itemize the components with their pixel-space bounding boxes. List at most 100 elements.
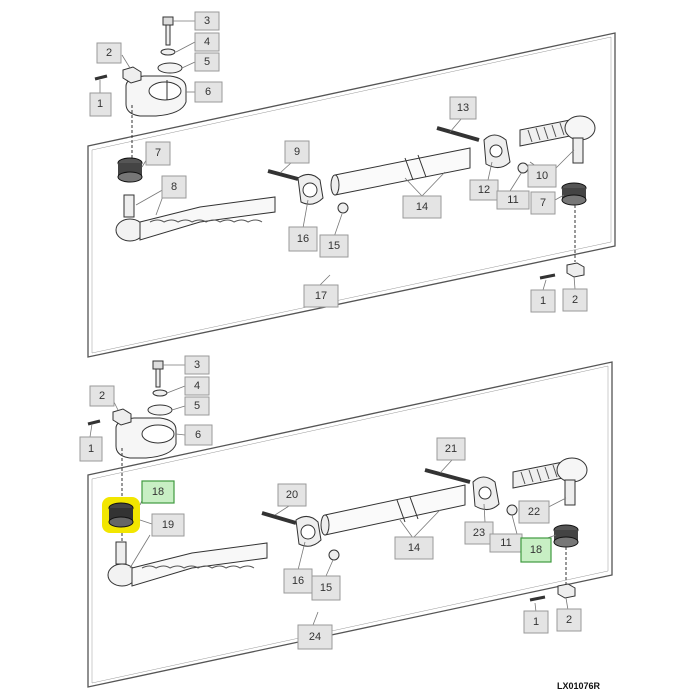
nut-part: [517, 162, 529, 174]
clamp-part: [472, 476, 500, 510]
diagram-code: LX01076R: [557, 681, 601, 691]
bolt-part: [261, 511, 297, 525]
svg-text:22: 22: [528, 506, 540, 518]
callout-2-right: 2: [562, 288, 588, 312]
svg-text:5: 5: [204, 56, 210, 68]
svg-text:11: 11: [507, 194, 518, 206]
callout-1-right: 1: [523, 610, 549, 634]
tie-rod-end-left: [107, 541, 268, 587]
bolt-part: [424, 468, 471, 484]
callout-5: 5: [184, 396, 210, 416]
callout-2: 2: [89, 385, 115, 407]
svg-text:23: 23: [473, 527, 485, 539]
tube-part: [320, 484, 466, 536]
svg-text:20: 20: [286, 489, 298, 501]
nut-part: [337, 202, 349, 214]
callout-14: 14: [394, 536, 434, 560]
clamp-part: [483, 134, 511, 168]
svg-text:5: 5: [194, 400, 200, 412]
callout-15: 15: [319, 234, 349, 258]
callout-20: 20: [277, 483, 307, 507]
svg-text:1: 1: [533, 616, 539, 628]
bolt-part: [162, 16, 174, 46]
tie-rod-end-right: [519, 115, 596, 164]
tube-part: [330, 147, 471, 196]
top-panel: 3 4 5 2 6 1 7 8 9 13 12 11 10 7 14 16 15…: [87, 11, 616, 358]
svg-text:3: 3: [204, 15, 210, 27]
svg-text:3: 3: [194, 359, 200, 371]
svg-text:17: 17: [315, 290, 327, 302]
pin-part: [87, 419, 101, 426]
svg-text:2: 2: [572, 294, 578, 306]
callout-16: 16: [288, 226, 318, 252]
callout-24: 24: [297, 624, 333, 650]
svg-text:4: 4: [194, 380, 200, 392]
callout-2-right: 2: [556, 608, 582, 632]
pin-part: [94, 74, 108, 81]
callout-15: 15: [311, 575, 341, 601]
callout-1: 1: [79, 436, 103, 462]
clamp-part: [297, 174, 324, 205]
nut-part: [328, 549, 340, 561]
nut-part: [122, 66, 142, 84]
bushing-part: [553, 524, 579, 548]
svg-text:2: 2: [566, 614, 572, 626]
svg-text:24: 24: [309, 631, 321, 643]
callout-8: 8: [161, 175, 187, 199]
bolt-part: [152, 360, 164, 388]
pin-part: [529, 595, 546, 602]
svg-text:19: 19: [162, 519, 174, 531]
bolt-part: [267, 169, 299, 181]
nut-part: [566, 262, 585, 278]
svg-text:21: 21: [445, 443, 457, 455]
svg-text:1: 1: [97, 98, 103, 110]
callout-4: 4: [184, 376, 210, 396]
callout-3: 3: [184, 355, 210, 375]
pin-part: [539, 273, 556, 280]
highlighted-bushing: [102, 497, 140, 533]
svg-text:6: 6: [205, 86, 211, 98]
callout-11: 11: [496, 190, 530, 210]
callout-3: 3: [194, 11, 220, 31]
svg-text:10: 10: [536, 170, 548, 182]
callout-2: 2: [96, 42, 122, 64]
callout-14: 14: [402, 195, 442, 219]
svg-text:1: 1: [540, 295, 546, 307]
callout-11: 11: [489, 533, 523, 553]
clamp-part: [295, 516, 322, 547]
callout-18-highlighted: 18: [141, 480, 175, 504]
callout-13: 13: [449, 96, 477, 120]
callout-10: 10: [527, 164, 557, 188]
svg-text:18: 18: [152, 486, 164, 498]
callout-12: 12: [469, 179, 499, 201]
callout-9: 9: [284, 140, 310, 164]
washer-part: [157, 62, 183, 74]
svg-text:6: 6: [195, 429, 201, 441]
svg-text:14: 14: [416, 201, 428, 213]
callout-6: 6: [184, 424, 213, 446]
svg-text:13: 13: [457, 102, 469, 114]
svg-text:18: 18: [530, 544, 542, 556]
svg-text:1: 1: [88, 443, 94, 455]
svg-text:9: 9: [294, 146, 300, 158]
callout-18-right-highlighted: 18: [520, 537, 552, 563]
callout-21: 21: [436, 437, 466, 461]
clamp-part: [115, 417, 177, 459]
svg-text:11: 11: [500, 537, 511, 549]
svg-text:16: 16: [292, 575, 304, 587]
svg-text:16: 16: [297, 233, 309, 245]
svg-text:7: 7: [540, 197, 546, 209]
bolt-part: [436, 126, 480, 142]
callout-6: 6: [194, 81, 223, 103]
bushing-part: [561, 182, 587, 206]
callout-23: 23: [464, 521, 494, 545]
bushing-part: [117, 157, 143, 183]
washer-part: [152, 389, 168, 397]
callout-17: 17: [303, 284, 339, 308]
svg-text:14: 14: [408, 542, 420, 554]
callout-5: 5: [194, 52, 220, 72]
svg-text:15: 15: [328, 240, 340, 252]
callout-7: 7: [145, 141, 171, 166]
svg-text:4: 4: [204, 36, 210, 48]
